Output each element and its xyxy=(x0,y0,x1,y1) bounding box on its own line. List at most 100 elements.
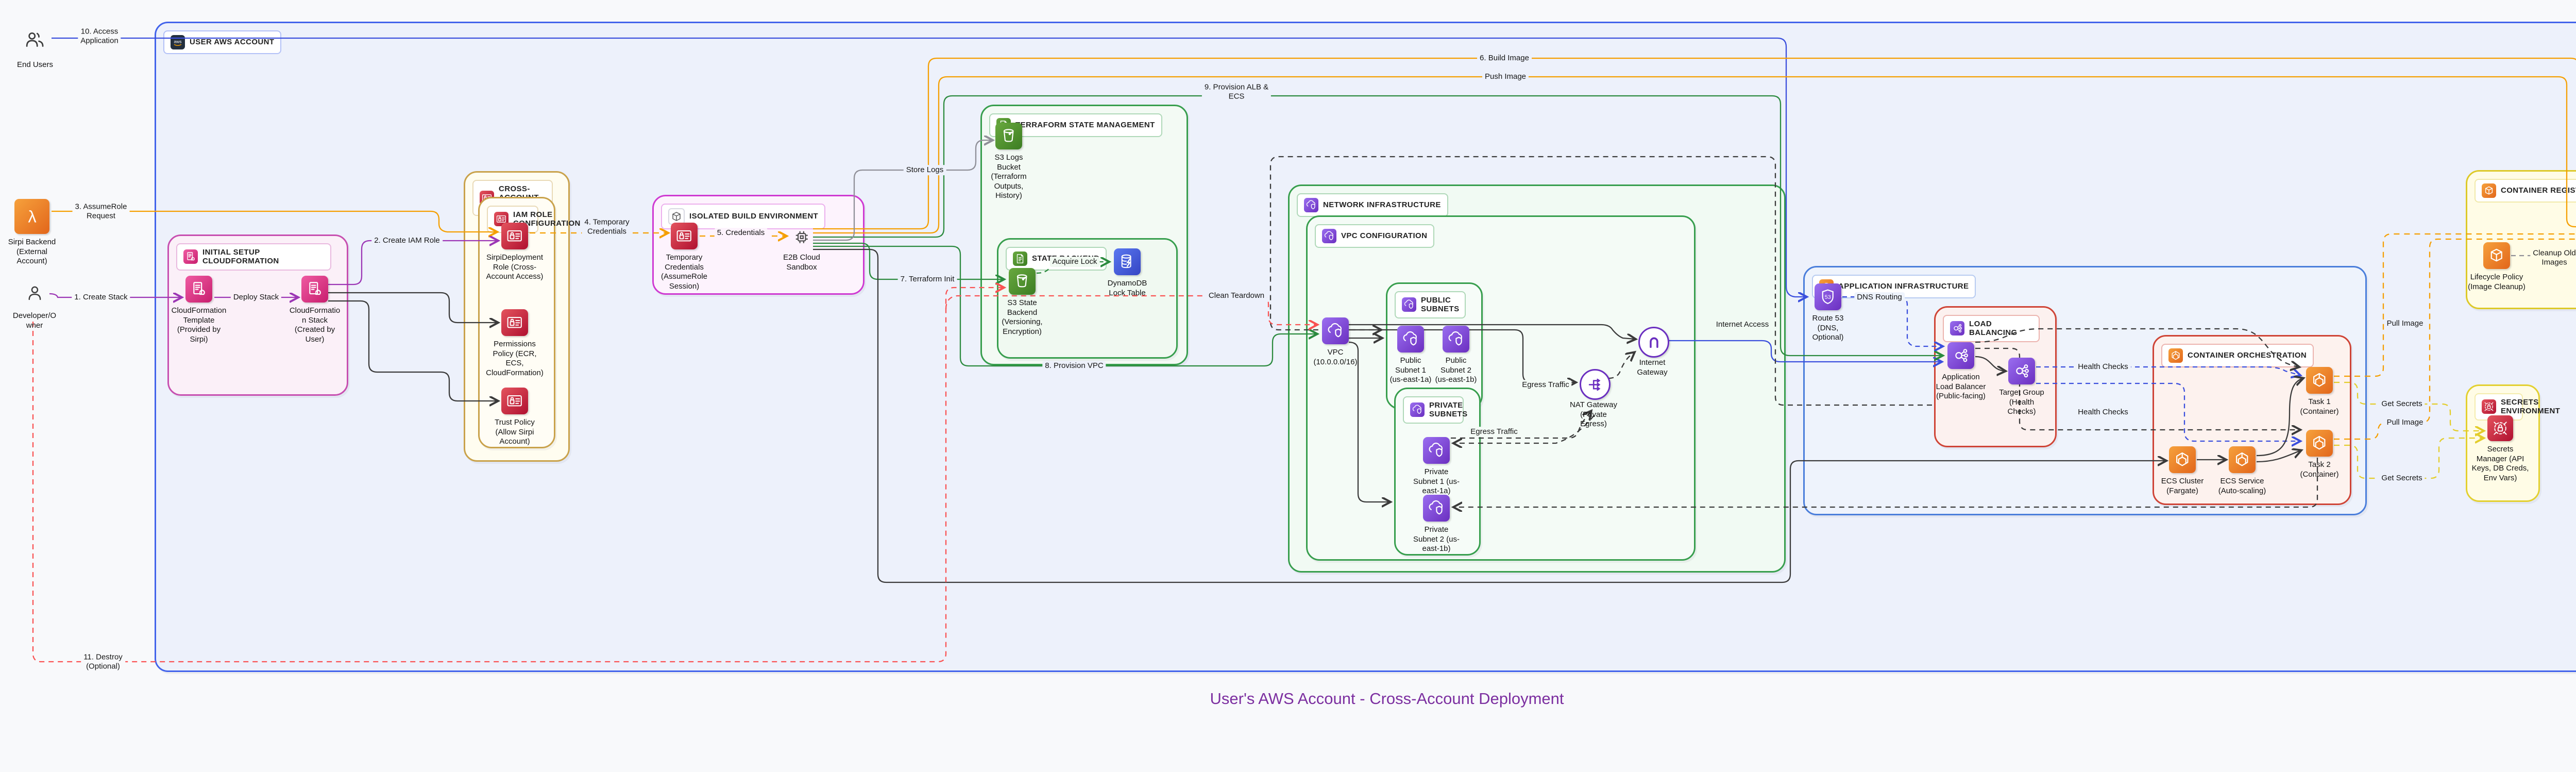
node-internet-gateway xyxy=(1638,327,1669,358)
node-label-s3-logs-bucket: S3 Logs Bucket (Terraform Outputs, Histo… xyxy=(991,153,1027,200)
group-chip-user-aws-account: USER AWS ACCOUNT xyxy=(163,30,282,54)
edge-label-health-checks-2: Health Checks xyxy=(2075,407,2131,417)
node-temporary-credentials xyxy=(671,223,698,249)
group-chip-container-registry: CONTAINER REGISTRY xyxy=(2475,179,2576,203)
node-ecs-cluster xyxy=(2169,446,2196,473)
node-label-trust-policy: Trust Policy (Allow Sirpi Account) xyxy=(495,418,535,446)
node-cfn-template xyxy=(185,276,212,303)
node-developer-owner xyxy=(21,280,48,308)
node-label-secrets-manager: Secrets Manager (API Keys, DB Creds, Env… xyxy=(2471,445,2529,482)
bucket-icon xyxy=(999,126,1018,145)
node-label-private-subnet-1: Private Subnet 1 (us-east-1a) xyxy=(1413,467,1460,496)
node-private-subnet-2 xyxy=(1423,495,1450,522)
edge-label-push-image: Push Image xyxy=(1482,72,1529,82)
ecs-icon xyxy=(2310,371,2329,390)
igwg-icon xyxy=(1644,332,1664,353)
node-label-cfn-stack: CloudFormation Stack (Created by User) xyxy=(289,306,341,344)
r53-icon xyxy=(1818,287,1837,306)
group-chip-public-subnets: PUBLIC SUBNETS xyxy=(1395,291,1466,318)
node-task-2 xyxy=(2306,430,2333,457)
node-label-vpc: VPC (10.0.0.0/16) xyxy=(1313,348,1358,366)
edge-label-store-logs: Store Logs xyxy=(903,165,946,175)
node-private-subnet-1 xyxy=(1423,437,1450,464)
group-chip-container-orchestration: CONTAINER ORCHESTRATION xyxy=(2161,344,2314,367)
users-icon xyxy=(24,30,46,52)
hub-icon xyxy=(2012,361,2031,380)
vpccloud-icon xyxy=(1427,441,1446,460)
node-lifecycle-policy xyxy=(2483,242,2510,269)
group-vpc-configuration: VPC CONFIGURATION xyxy=(1306,215,1696,561)
node-dynamodb-lock-table xyxy=(1114,248,1141,275)
edge-label-pull-image-1: Pull Image xyxy=(2384,318,2426,329)
node-cfn-stack xyxy=(301,276,328,303)
group-label: ISOLATED BUILD ENVIRONMENT xyxy=(689,212,819,221)
node-label-public-subnet-2: Public Subnet 2 (us-east-1b) xyxy=(1435,356,1477,384)
node-label-target-group: Target Group (Health Checks) xyxy=(1999,388,2044,416)
node-target-group xyxy=(2008,358,2035,384)
node-permissions-policy xyxy=(501,309,528,336)
vpc-icon xyxy=(1322,229,1336,243)
vpc-icon xyxy=(1402,297,1416,312)
group-label: VPC CONFIGURATION xyxy=(1341,231,1428,241)
edge-label-egress-traffic-2: Egress Traffic xyxy=(1468,427,1520,437)
iam-icon xyxy=(505,391,524,410)
edge-label-health-checks-1: Health Checks xyxy=(2075,362,2131,372)
node-nat-gateway xyxy=(1580,369,1611,400)
node-label-sirpi-backend: Sirpi Backend (External Account) xyxy=(8,238,56,266)
node-e2b-cloud-sandbox xyxy=(789,225,814,249)
node-end-users xyxy=(20,26,50,57)
vpccloud-icon xyxy=(1326,321,1345,340)
node-label-s3-state-backend: S3 State Backend (Versioning, Encryption… xyxy=(1002,298,1043,336)
group-chip-private-subnets: PRIVATE SUBNETS xyxy=(1403,396,1468,424)
group-label: INITIAL SETUP CLOUDFORMATION xyxy=(202,248,279,266)
edge-label-get-secrets-1: Get Secrets xyxy=(2379,399,2425,409)
dynamo-icon xyxy=(1117,252,1137,271)
ecs-icon xyxy=(2232,450,2251,469)
group-label: PRIVATE SUBNETS xyxy=(1429,401,1468,419)
ecs-icon xyxy=(2168,348,2183,363)
edge-label-assume-role-request: 3. AssumeRole Request xyxy=(72,202,130,221)
node-label-task-1: Task 1 (Container) xyxy=(2300,397,2339,416)
ecr-icon xyxy=(2482,183,2496,198)
node-sirpi-backend xyxy=(14,199,49,234)
group-chip-load-balancing: LOAD BALANCING xyxy=(1943,315,2040,342)
natg-icon xyxy=(1585,375,1605,395)
edge-label-provision-alb-ecs: 9. Provision ALB & ECS xyxy=(1201,82,1272,102)
secrets-icon xyxy=(2491,419,2510,438)
edge-label-cleanup-old-images: Cleanup Old Images xyxy=(2530,248,2576,267)
node-route-53 xyxy=(1815,283,1841,310)
node-trust-policy xyxy=(501,388,528,414)
edge-label-temporary-credentials: 4. Temporary Credentials xyxy=(582,217,632,237)
edge-label-acquire-lock: Acquire Lock xyxy=(1049,257,1100,267)
tf-icon xyxy=(1013,251,1027,266)
edge-label-deploy-stack: Deploy Stack xyxy=(230,292,282,303)
cfn-icon xyxy=(183,249,198,264)
group-label: TERRAFORM STATE MANAGEMENT xyxy=(1015,121,1155,130)
bucket-icon xyxy=(1012,272,1031,291)
ecr-icon xyxy=(2487,246,2506,265)
node-label-dynamodb-lock-table: DynamoDB Lock Table xyxy=(1107,279,1147,297)
group-label: APPLICATION INFRASTRUCTURE xyxy=(1838,282,1969,291)
node-public-subnet-1 xyxy=(1397,326,1424,353)
group-label: NETWORK INFRASTRUCTURE xyxy=(1323,200,1441,210)
node-label-internet-gateway: Internet Gateway xyxy=(1637,358,1668,377)
node-label-ecs-service: ECS Service (Auto-scaling) xyxy=(2218,477,2266,495)
vpccloud-icon xyxy=(1427,498,1446,517)
node-s3-state-backend xyxy=(1009,268,1036,295)
cfn-icon xyxy=(305,279,324,298)
edge-label-dns-routing: DNS Routing xyxy=(1854,292,1905,303)
edge-label-credentials: 5. Credentials xyxy=(714,228,768,238)
diagram-title: User's AWS Account - Cross-Account Deplo… xyxy=(1210,690,1564,708)
edge-label-provision-vpc: 8. Provision VPC xyxy=(1042,361,1106,371)
edge-label-pull-image-2: Pull Image xyxy=(2384,417,2426,428)
node-ecs-service xyxy=(2229,446,2256,473)
node-vpc xyxy=(1322,317,1349,344)
node-secrets-manager xyxy=(2487,415,2513,441)
node-label-nat-gateway: NAT Gateway (Private Egress) xyxy=(1570,400,1617,429)
lambda-icon xyxy=(20,204,45,229)
node-label-application-load-balancer: Application Load Balancer (Public-facing… xyxy=(1936,373,1986,401)
group-label: CONTAINER ORCHESTRATION xyxy=(2188,351,2307,360)
node-s3-logs-bucket xyxy=(995,123,1022,149)
node-application-load-balancer xyxy=(1947,342,1974,369)
